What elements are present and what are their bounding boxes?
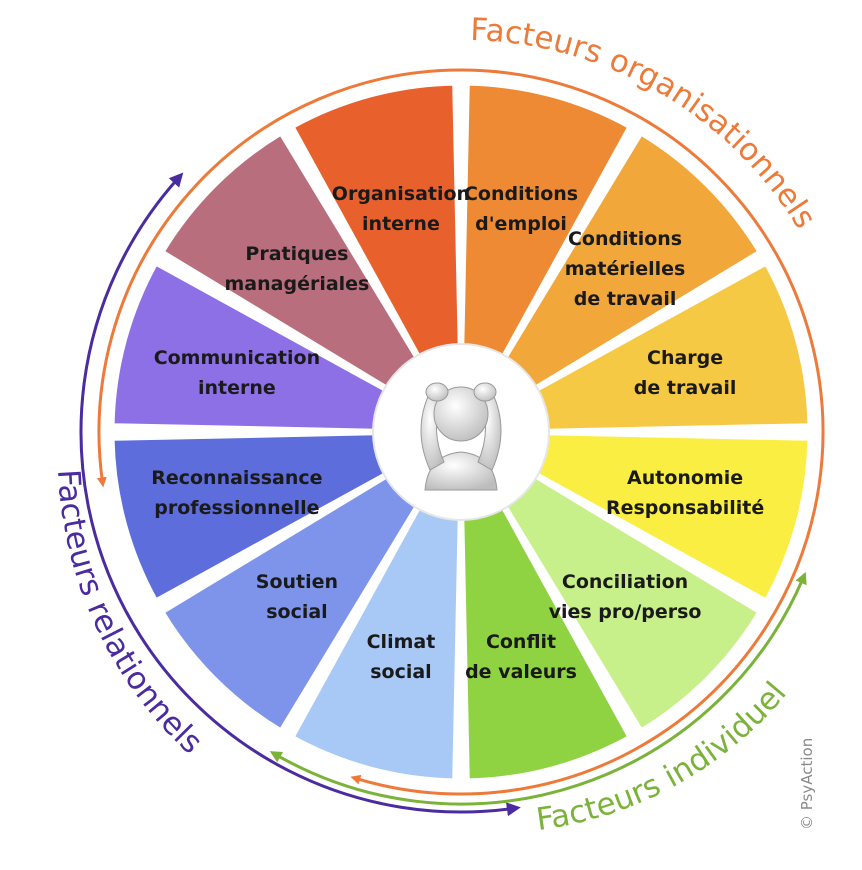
segment-label-line: Charge <box>647 347 723 369</box>
segment-label-organisation: Organisation interne <box>332 183 470 235</box>
segment-label-line: professionnelle <box>154 497 319 519</box>
segment-label-soutien-social: Soutien social <box>256 571 338 623</box>
segment-label-line: matérielles <box>565 258 686 280</box>
segment-label-line: Conciliation <box>562 571 688 593</box>
segment-label-line: Climat <box>367 631 436 653</box>
segment-label-conditions-materielles: Conditions matérielles de travail <box>565 228 686 310</box>
segment-label-line: Soutien <box>256 571 338 593</box>
segment-label-climat-social: Climat social <box>367 631 436 683</box>
segment-label-line: de travail <box>634 377 737 399</box>
segment-label-line: Conditions <box>464 183 578 205</box>
segment-label-line: Pratiques <box>245 243 348 265</box>
segment-label-line: Responsabilité <box>606 497 764 519</box>
segment-label-conditions-emploi: Conditions d'emploi <box>464 183 578 235</box>
segment-label-conciliation: Conciliation vies pro/perso <box>549 571 702 623</box>
segment-label-conflit-valeurs: Conflit de valeurs <box>465 631 577 683</box>
outer-rings <box>79 68 825 817</box>
individuels-ring <box>269 571 807 806</box>
segment-label-line: Conditions <box>568 228 682 250</box>
segment-label-line: Organisation <box>332 183 470 205</box>
segment-label-line: de travail <box>574 288 677 310</box>
segment-label-line: Conflit <box>486 631 556 653</box>
segment-label-line: Autonomie <box>627 467 743 489</box>
segment-label-line: interne <box>198 377 276 399</box>
segment-label-line: Reconnaissance <box>151 467 322 489</box>
relationnels-ring <box>79 172 521 817</box>
segment-label-communication: Communication interne <box>154 347 320 399</box>
segment-label-line: interne <box>362 213 440 235</box>
segment-label-line: Communication <box>154 347 320 369</box>
stressed-person-icon <box>420 382 502 491</box>
segment-label-reconnaissance: Reconnaissance professionnelle <box>151 467 322 519</box>
segment-label-line: social <box>266 601 327 623</box>
segment-label-line: de valeurs <box>465 661 577 683</box>
copyright-text: © PsyAction <box>798 738 816 830</box>
segment-label-line: social <box>370 661 431 683</box>
segment-label-line: d'emploi <box>475 213 567 235</box>
segment-label-line: managériales <box>225 273 370 295</box>
segment-label-charge-travail: Charge de travail <box>634 347 737 399</box>
segment-label-line: vies pro/perso <box>549 601 702 623</box>
segment-label-pratiques: Pratiques managériales <box>225 243 370 295</box>
